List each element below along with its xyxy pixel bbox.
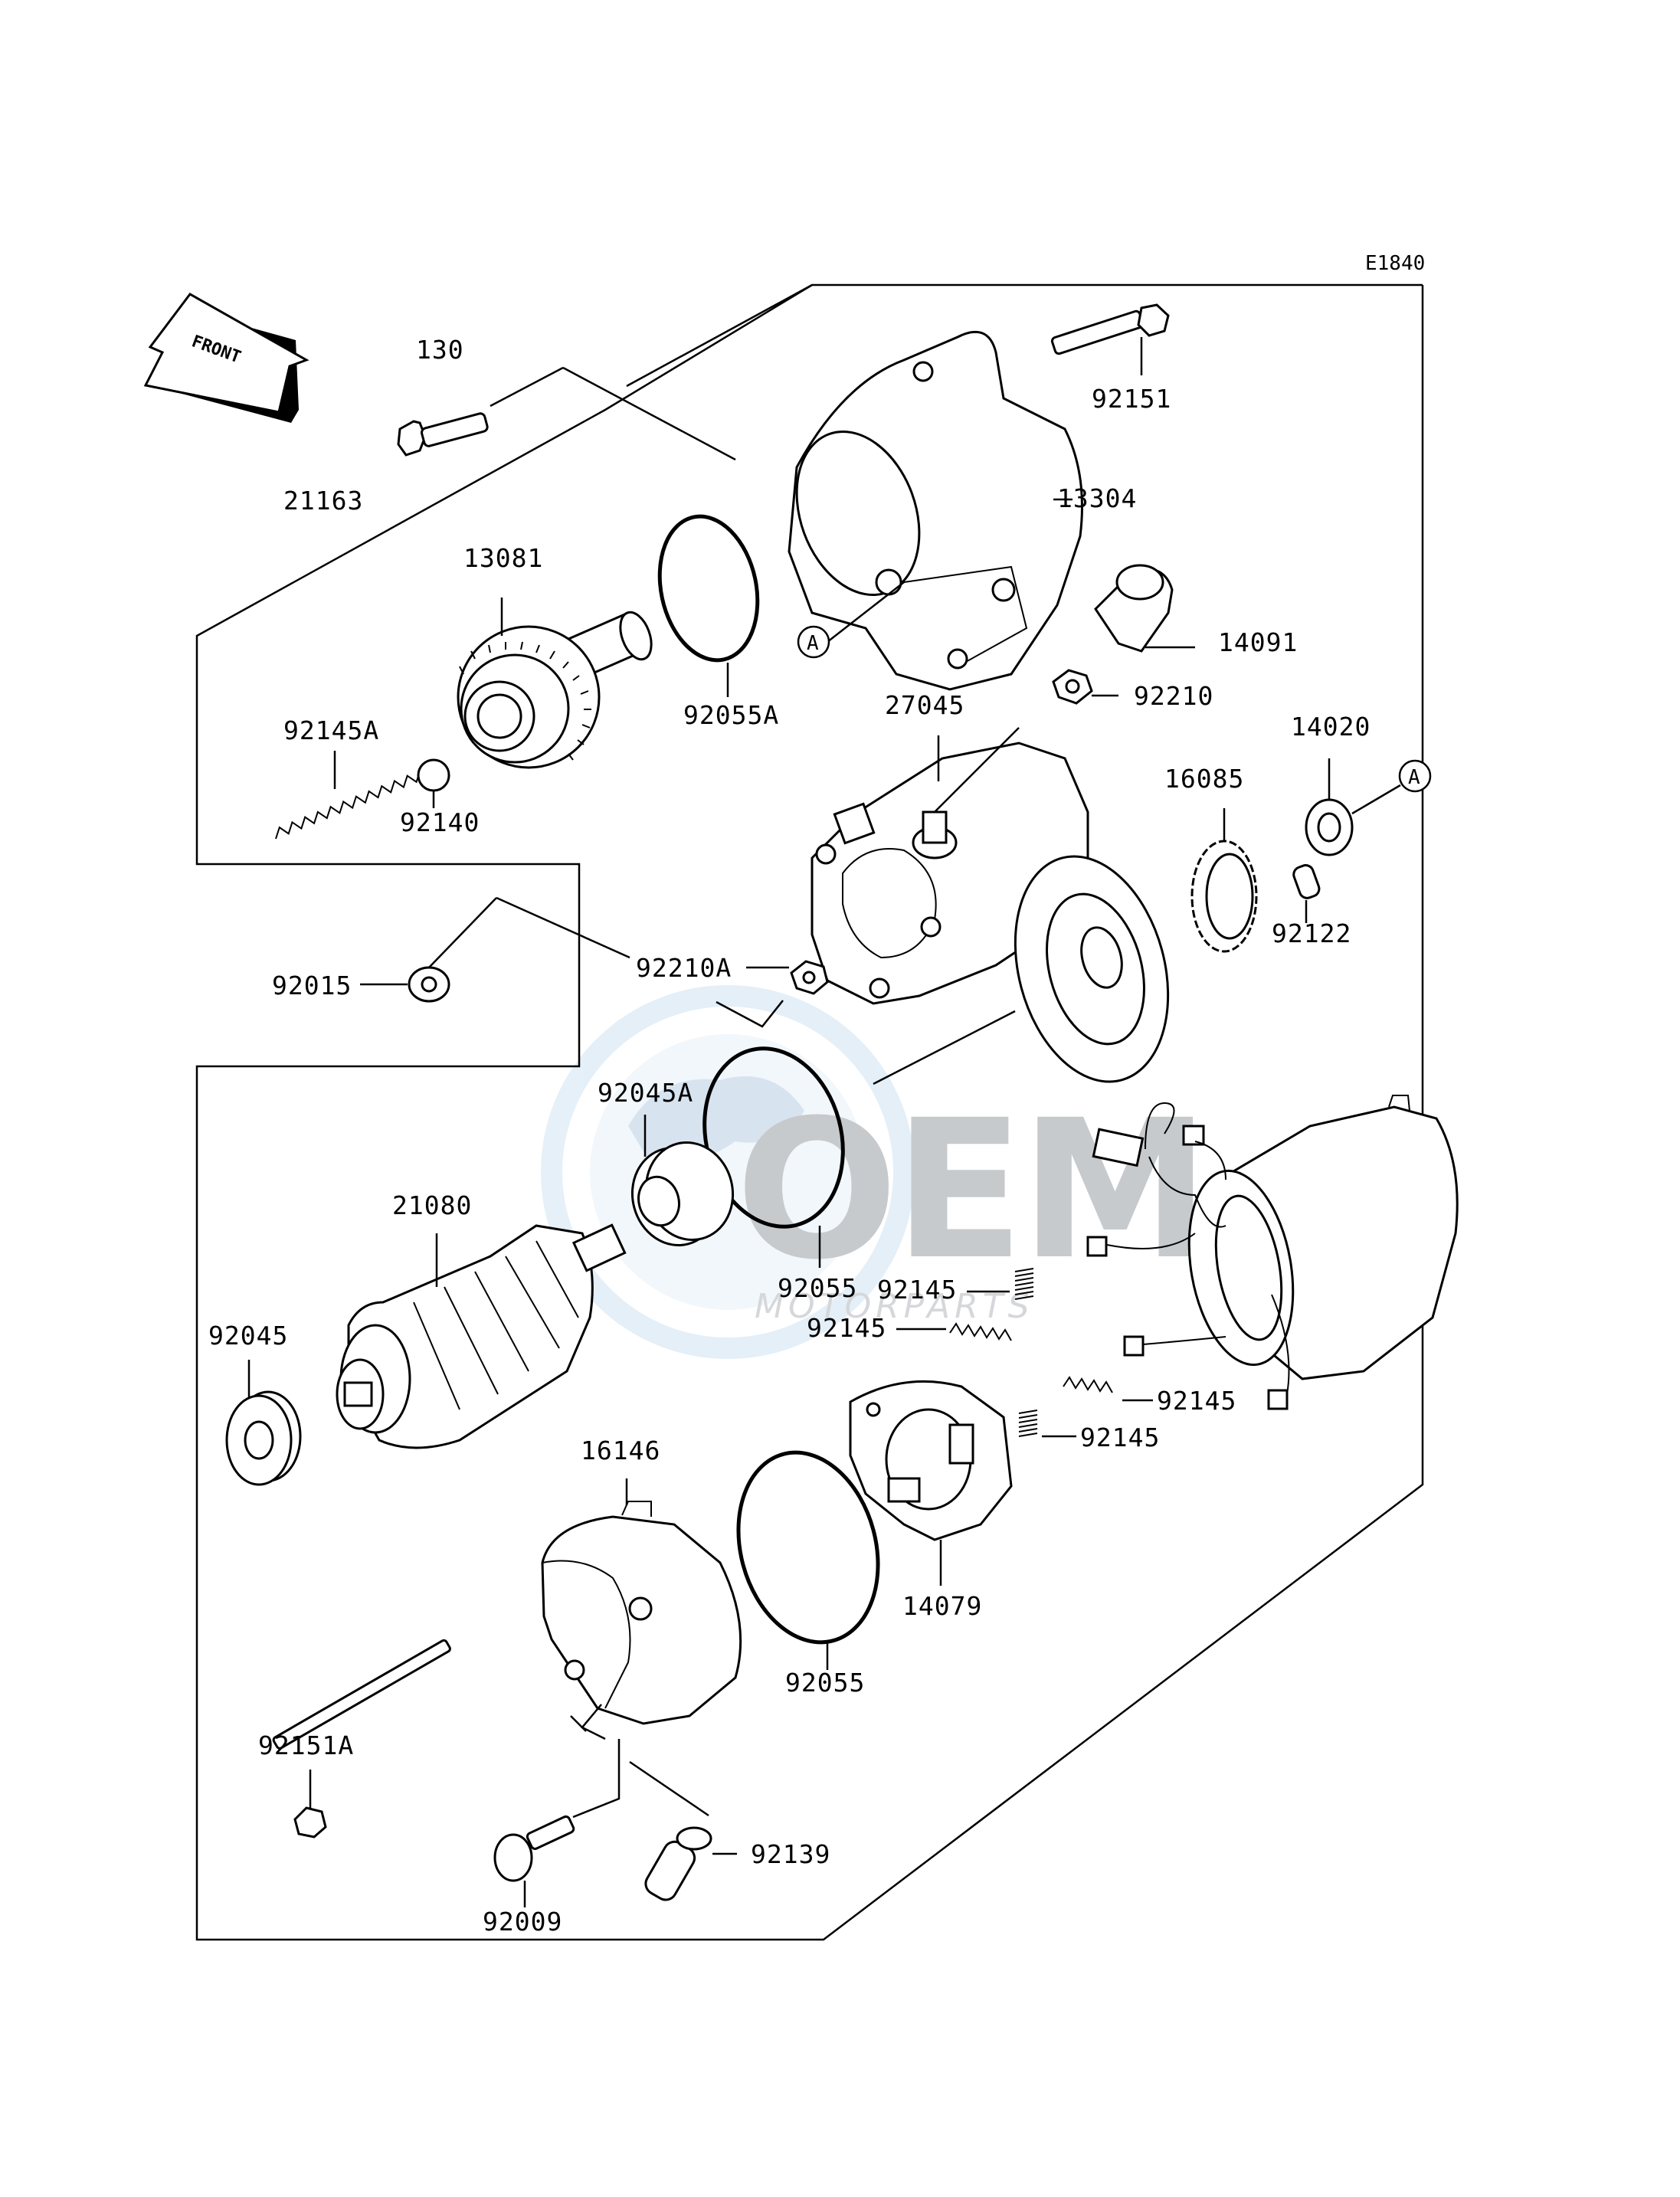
bearing-92045	[225, 1360, 302, 1486]
part-label-92145-c: 92145	[1157, 1386, 1236, 1416]
part-label-14091: 14091	[1218, 627, 1298, 657]
part-label-92139: 92139	[751, 1839, 830, 1869]
part-label-13081: 13081	[463, 543, 543, 573]
watermark-brand: OEM	[735, 1079, 1206, 1302]
svg-text:A: A	[1408, 766, 1420, 789]
part-label-92145-b: 92145	[807, 1313, 886, 1343]
reference-marker-a-right: A	[1398, 759, 1432, 793]
oring-92055-lower	[736, 1450, 880, 1670]
bolt-92151	[1050, 303, 1170, 375]
bearing-92045A	[630, 1115, 735, 1246]
part-label-92045: 92045	[208, 1321, 288, 1351]
part-label-92151A: 92151A	[258, 1730, 354, 1760]
part-label-16085: 16085	[1164, 764, 1244, 794]
part-label-92145A: 92145A	[283, 715, 379, 745]
part-label-130: 130	[416, 335, 464, 365]
cap-14091	[1094, 564, 1195, 653]
part-label-92045A: 92045A	[598, 1078, 693, 1108]
spring-92145A	[275, 751, 434, 840]
spring-92145-c	[1063, 1376, 1153, 1402]
part-label-92210: 92210	[1134, 681, 1213, 711]
part-label-92055-upper: 92055	[778, 1273, 857, 1303]
assembly-outline	[195, 283, 1424, 1941]
part-label-92055-lower: 92055	[785, 1668, 865, 1698]
part-label-14020: 14020	[1291, 712, 1371, 742]
brush-plate-14079	[849, 1380, 1013, 1586]
part-label-92145-d: 92145	[1080, 1423, 1160, 1452]
yoke-field-coil	[1086, 1095, 1459, 1410]
oring-92055A	[657, 514, 760, 697]
part-label-16146: 16146	[581, 1436, 660, 1465]
part-label-92151: 92151	[1092, 384, 1171, 414]
part-label-27045: 27045	[885, 690, 964, 720]
reference-marker-a-left: A	[797, 625, 830, 659]
part-label-14079: 14079	[902, 1591, 982, 1621]
washer-92015	[360, 896, 630, 1003]
part-label-13304: 13304	[1057, 483, 1137, 513]
pin-92122	[1292, 864, 1321, 923]
diagram-code: E1840	[1365, 252, 1425, 275]
part-label-92122: 92122	[1272, 918, 1351, 948]
nut-92210A	[716, 960, 829, 1028]
spring-92145-d	[1018, 1410, 1076, 1438]
part-label-92145-a: 92145	[877, 1275, 957, 1305]
ball-92140	[417, 758, 450, 808]
screw-92009	[493, 1739, 621, 1907]
watermark-sub: MOTORPARTS	[755, 1287, 1034, 1326]
armature-21080	[336, 1223, 627, 1449]
part-label-21163: 21163	[283, 486, 363, 516]
gear-16085	[1190, 808, 1258, 953]
plug-92139	[629, 1760, 737, 1901]
solenoid-27045	[811, 727, 1170, 1083]
end-cover-16146	[541, 1478, 742, 1725]
spring-92145-b	[896, 1322, 1012, 1341]
housing-13304	[788, 330, 1083, 691]
svg-text:A: A	[807, 632, 819, 655]
through-bolt-92151A	[272, 1639, 606, 1838]
clutch-13081	[457, 598, 653, 769]
part-label-92015: 92015	[272, 971, 352, 1000]
part-label-92009: 92009	[483, 1907, 562, 1937]
bolt-130	[397, 366, 736, 461]
part-label-92055A: 92055A	[683, 700, 779, 730]
coupling-14020	[1305, 758, 1401, 856]
spring-92145-a	[967, 1268, 1034, 1300]
nut-92210	[1052, 669, 1118, 705]
front-arrow-icon: FRONT	[143, 293, 309, 423]
part-label-92210A: 92210A	[636, 953, 732, 983]
part-label-21080: 21080	[392, 1190, 472, 1220]
part-label-92140: 92140	[400, 807, 480, 837]
